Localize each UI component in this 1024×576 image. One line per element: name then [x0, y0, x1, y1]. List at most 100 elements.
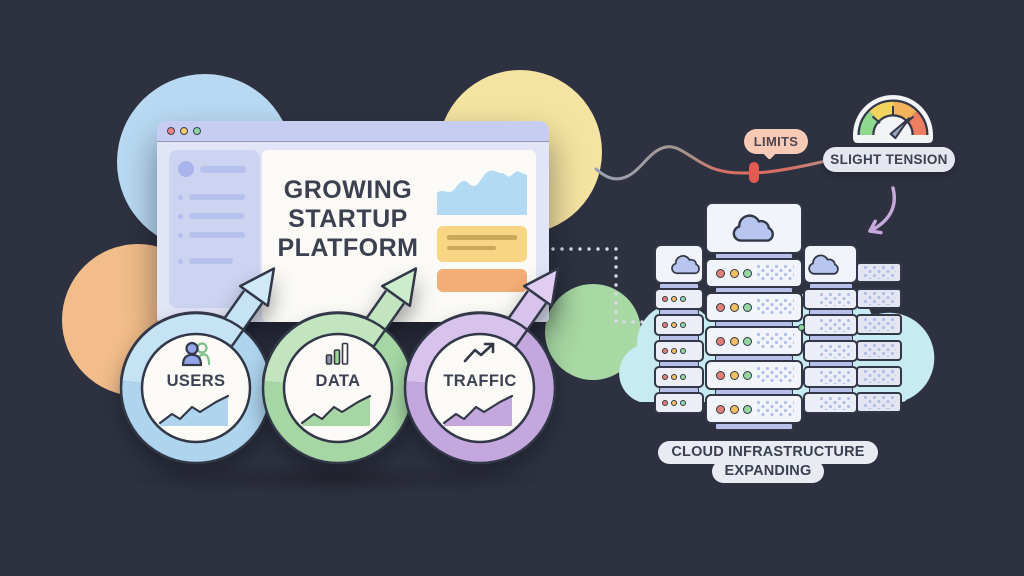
status-dot-yellow	[671, 322, 677, 328]
status-dot-red	[662, 374, 668, 380]
status-dot-red	[716, 336, 725, 346]
status-dot-yellow	[729, 302, 739, 312]
server-unit	[856, 262, 902, 283]
server-unit	[705, 324, 805, 356]
server-stack-left	[654, 244, 704, 414]
card-text-line	[447, 245, 496, 250]
server-unit	[705, 360, 803, 390]
wire-knot	[749, 162, 759, 183]
server-stack-right	[803, 244, 858, 414]
sidebar-avatar-row	[178, 161, 251, 177]
server-top-box	[803, 244, 858, 284]
window-body: GROWING STARTUP PLATFORM	[157, 142, 549, 322]
ground-shadow	[110, 462, 550, 496]
status-dot-red	[662, 400, 668, 406]
server-unit	[705, 258, 803, 288]
sidebar	[169, 150, 260, 308]
sidebar-row	[178, 232, 251, 238]
dashboard-widgets	[437, 163, 527, 322]
status-dot-red	[716, 370, 725, 380]
vent-texture	[756, 401, 794, 417]
server-unit	[803, 340, 858, 362]
vent-texture	[756, 299, 794, 315]
vent-texture	[820, 396, 852, 410]
vent-texture	[756, 333, 794, 349]
status-dot-yellow	[671, 348, 677, 354]
infra-caption: CLOUD INFRASTRUCTURE EXPANDING	[656, 441, 880, 483]
traffic-light-minimize-icon	[180, 127, 188, 135]
vent-texture	[864, 344, 896, 357]
orange-banner-card	[437, 269, 527, 292]
status-dot-yellow	[671, 296, 677, 302]
vent-texture	[864, 292, 896, 305]
vent-texture	[756, 367, 794, 383]
server-unit	[705, 292, 803, 322]
trend-up-icon	[463, 342, 495, 363]
status-dot-red	[716, 404, 725, 414]
traffic-light-close-icon	[167, 127, 175, 135]
vent-texture	[820, 292, 852, 306]
limits-callout: LIMITS	[744, 129, 808, 160]
pressure-gauge-icon	[853, 95, 933, 143]
vent-texture	[864, 266, 896, 279]
slight-tension-pill: SLIGHT TENSION	[823, 147, 955, 172]
server-cluster	[628, 200, 940, 445]
limits-label: LIMITS	[753, 134, 799, 149]
server-unit	[856, 314, 902, 335]
status-dot-green	[743, 268, 752, 278]
server-unit	[803, 288, 858, 310]
indicator-dot-green	[798, 324, 805, 331]
server-unit	[654, 392, 704, 414]
window-titlebar	[157, 121, 549, 142]
status-dot-green	[743, 404, 752, 414]
server-unit	[654, 314, 704, 336]
content-panel: GROWING STARTUP PLATFORM	[262, 150, 536, 322]
bullet-dot	[178, 213, 183, 219]
sidebar-row	[178, 213, 251, 219]
vent-texture	[756, 265, 794, 281]
server-unit	[803, 314, 858, 336]
vent-texture	[820, 318, 852, 332]
server-unit	[654, 288, 704, 310]
area-chart-widget	[437, 170, 527, 215]
vent-texture	[864, 396, 896, 409]
bar-chart-icon	[325, 342, 349, 365]
sidebar-row	[178, 194, 251, 200]
status-dot-red	[662, 348, 668, 354]
status-dot-yellow	[729, 268, 739, 278]
mini-trend-chart	[442, 394, 514, 426]
title-line: STARTUP	[288, 205, 408, 233]
badge-label: TRAFFIC	[443, 372, 517, 390]
traffic-light-maximize-icon	[193, 127, 201, 135]
bullet-dot	[178, 258, 183, 264]
vent-texture	[864, 370, 896, 383]
loop-arrow-graphic	[403, 267, 560, 465]
status-dot-red	[662, 322, 668, 328]
status-dot-green	[680, 400, 686, 406]
server-unit	[856, 366, 902, 387]
sidebar-placeholder-bar	[189, 258, 233, 264]
server-unit	[705, 394, 803, 424]
mini-trend-chart	[300, 394, 372, 426]
badge-label: USERS	[166, 372, 226, 390]
badge-label: DATA	[315, 372, 361, 390]
avatar	[178, 161, 194, 177]
sidebar-placeholder-bar	[189, 232, 245, 238]
status-dot-red	[716, 302, 725, 312]
users-icon	[181, 341, 211, 367]
title-line: GROWING	[283, 176, 413, 204]
status-dot-red	[716, 268, 725, 278]
bullet-dot	[178, 232, 183, 238]
cloud-icon	[807, 253, 839, 275]
caption-line: CLOUD INFRASTRUCTURE	[658, 441, 878, 464]
title-line: PLATFORM	[277, 234, 419, 262]
browser-window: GROWING STARTUP PLATFORM	[157, 121, 549, 322]
server-unit	[856, 288, 902, 309]
server-stack-far-right	[856, 262, 902, 413]
server-unit	[856, 340, 902, 361]
growth-badge-data: DATA	[228, 178, 468, 478]
status-dot-green	[743, 302, 752, 312]
status-dot-yellow	[729, 404, 739, 414]
bullet-dot	[178, 194, 183, 200]
